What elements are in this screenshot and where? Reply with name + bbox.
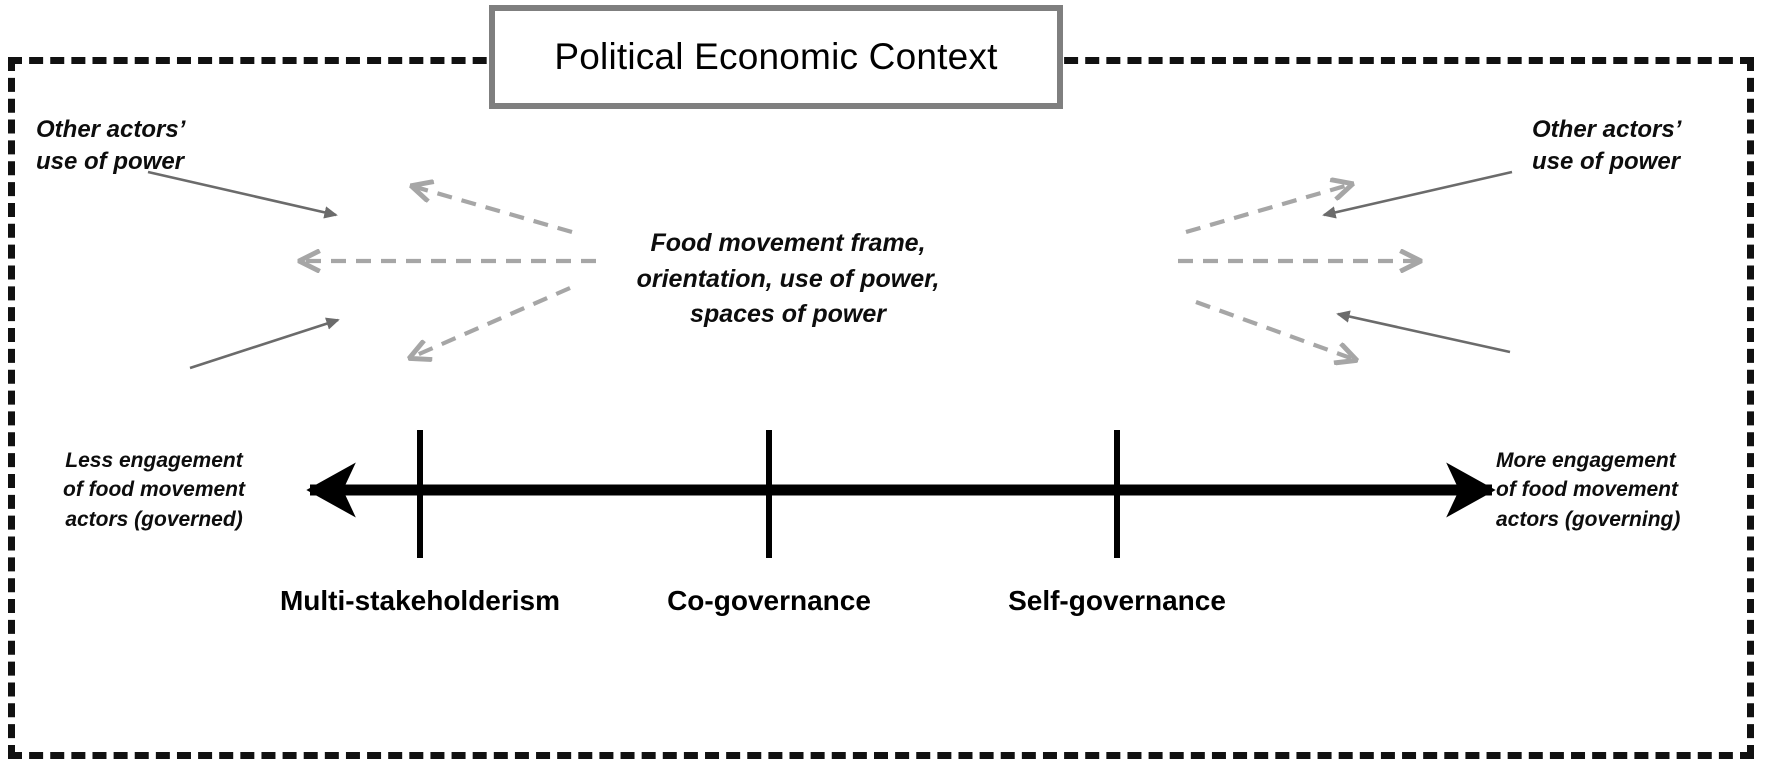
scale-right-line-1: More engagement (1496, 449, 1676, 472)
left-other-actors-power-line-1: Other actors’ (36, 116, 186, 143)
right-other-actors-power-label: Other actors’ use of power (1532, 114, 1762, 177)
category-label-co-governance: Co-governance (667, 585, 871, 616)
scale-left-line-3: actors (governed) (65, 507, 243, 531)
scale-right-label: More engagement of food movement actors … (1496, 446, 1744, 534)
category-label-multi-stakeholderism: Multi-stakeholderism (279, 585, 561, 616)
scale-left-line-1: Less engagement (65, 449, 243, 472)
center-line-2: orientation, use of power, (636, 264, 940, 293)
title-box: Political Economic Context (489, 5, 1063, 109)
left-other-actors-power-label: Other actors’ use of power (36, 114, 266, 177)
political-economic-context-frame (8, 57, 1754, 759)
right-other-actors-power-line-2: use of power (1532, 147, 1681, 175)
title-label: Political Economic Context (554, 36, 998, 77)
category-label-self-governance: Self-governance (1008, 585, 1226, 616)
scale-left-line-2: of food movement (63, 478, 245, 502)
center-line-1: Food movement frame, (650, 229, 926, 257)
center-food-movement-label: Food movement frame, orientation, use of… (598, 226, 978, 333)
scale-right-line-3: actors (governing) (1496, 507, 1681, 531)
center-line-3: spaces of power (690, 300, 886, 328)
left-other-actors-power-line-2: use of power (36, 147, 185, 175)
scale-left-label: Less engagement of food movement actors … (40, 446, 268, 534)
right-other-actors-power-line-1: Other actors’ (1532, 116, 1682, 143)
scale-right-line-2: of food movement (1496, 478, 1678, 502)
